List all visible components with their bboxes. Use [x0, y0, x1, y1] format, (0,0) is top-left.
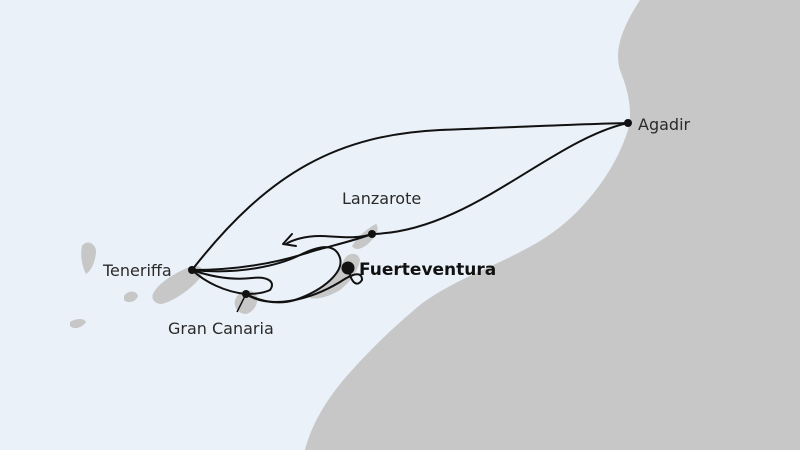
- route-direction-arrow-icon: [282, 233, 297, 247]
- route-gran-canaria-fuerteventura: [245, 267, 364, 304]
- port-marker-teneriffa[interactable]: [188, 266, 196, 274]
- route-agadir-lanzarote: [371, 122, 629, 235]
- cruise-routes: [191, 122, 629, 304]
- island-la-gomera: [124, 291, 138, 303]
- port-marker-agadir[interactable]: [624, 119, 632, 127]
- port-marker-lanzarote[interactable]: [368, 230, 376, 238]
- port-label-fuerteventura: Fuerteventura: [359, 260, 496, 280]
- port-label-teneriffa: Teneriffa: [102, 261, 172, 280]
- port-label-gran-canaria: Gran Canaria: [168, 319, 274, 338]
- island-tenerife: [152, 265, 203, 304]
- mainland-africa: [305, 0, 800, 450]
- port-label-lanzarote: Lanzarote: [342, 189, 421, 208]
- route-lanzarote-teneriffa-arrival: [285, 233, 373, 245]
- route-teneriffa-agadir: [191, 122, 629, 271]
- port-label-agadir: Agadir: [638, 115, 691, 134]
- island-la-palma: [81, 242, 96, 274]
- port-marker-gran-canaria[interactable]: [242, 290, 250, 298]
- route-teneriffa-gran-canaria: [191, 269, 247, 295]
- island-el-hierro: [70, 319, 86, 329]
- port-marker-fuerteventura[interactable]: [341, 261, 355, 275]
- route-teneriffa-lanzarote: [191, 233, 373, 271]
- route-teneriffa-loop: [191, 269, 273, 295]
